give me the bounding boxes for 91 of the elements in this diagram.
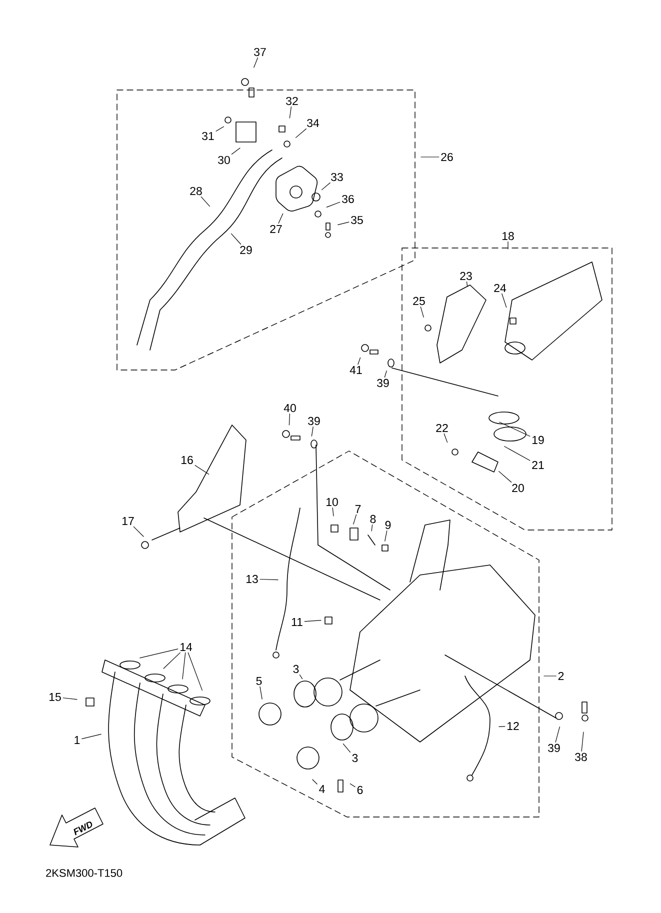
leader-line xyxy=(278,213,284,224)
callout-number: 17 xyxy=(122,517,134,525)
callout-number: 36 xyxy=(342,194,354,204)
leader-line xyxy=(338,222,350,226)
part-code: 2KSM300-T150 xyxy=(46,869,122,877)
leader-line xyxy=(254,57,258,68)
leader-line xyxy=(304,620,322,622)
callout-number: 2 xyxy=(558,672,564,680)
leader-line xyxy=(312,779,318,784)
callout-number: 23 xyxy=(460,272,472,280)
leader-line xyxy=(420,306,424,318)
leader-line xyxy=(322,182,330,190)
leader-line xyxy=(384,530,388,542)
callout-number: 16 xyxy=(181,456,193,464)
callout-number: 4 xyxy=(319,785,325,793)
callout-number: 39 xyxy=(308,416,320,426)
leader-line xyxy=(140,648,178,658)
leader-line xyxy=(384,370,387,378)
callout-number: 33 xyxy=(331,172,343,182)
leader-line xyxy=(200,196,210,207)
callout-number: 9 xyxy=(385,520,391,530)
leader-line xyxy=(498,726,506,727)
direction-label: FWD xyxy=(74,822,92,836)
leader-line xyxy=(289,106,292,118)
leader-line xyxy=(499,422,530,437)
leader-line xyxy=(260,578,278,580)
callout-number: 3 xyxy=(293,664,299,674)
leader-line xyxy=(231,148,240,155)
callout-number: 10 xyxy=(326,498,338,506)
leader-line xyxy=(182,652,186,680)
leader-line xyxy=(350,783,356,788)
callout-number: 8 xyxy=(370,514,376,524)
callout-number: 32 xyxy=(286,96,298,106)
callout-number: 22 xyxy=(436,424,448,432)
leader-line xyxy=(504,446,530,461)
leader-line xyxy=(353,514,357,524)
callout-number: 13 xyxy=(246,574,258,584)
callout-number: 1 xyxy=(74,736,80,744)
leader-line xyxy=(420,156,440,158)
leader-line xyxy=(163,652,180,669)
leader-line xyxy=(62,698,78,700)
leader-line xyxy=(299,674,303,680)
callout-number: 15 xyxy=(49,693,61,702)
leader-line xyxy=(288,413,290,426)
leader-line xyxy=(581,732,584,752)
callout-number: 21 xyxy=(532,461,544,470)
leader-line xyxy=(296,128,307,138)
callout-number: 34 xyxy=(307,118,320,128)
leader-line xyxy=(82,734,102,740)
leader-line xyxy=(502,293,507,308)
callout-number: 3 xyxy=(352,754,358,762)
callout-number: 35 xyxy=(351,216,363,224)
callout-number: 11 xyxy=(292,618,302,626)
callout-number: 26 xyxy=(441,152,453,162)
callout-number: 5 xyxy=(256,677,262,686)
callout-number: 27 xyxy=(270,225,282,234)
callout-number: 12 xyxy=(507,722,519,730)
callout-number: 28 xyxy=(190,186,202,196)
callout-number: 39 xyxy=(548,744,560,752)
callout-number: 25 xyxy=(413,296,425,306)
leader-line xyxy=(466,281,468,286)
callout-number: 7 xyxy=(355,505,361,513)
leader-line xyxy=(260,686,262,700)
callout-number: 6 xyxy=(357,786,363,794)
leader-line xyxy=(194,465,210,475)
callout-number: 14 xyxy=(180,643,192,651)
leader-line xyxy=(498,471,512,483)
leader-line xyxy=(326,202,340,208)
leader-line xyxy=(444,433,448,443)
leader-line xyxy=(332,507,334,516)
callout-number: 18 xyxy=(502,232,514,240)
callout-number: 40 xyxy=(284,404,296,412)
leader-line xyxy=(311,426,314,436)
leader-line xyxy=(342,744,350,753)
callout-number: 19 xyxy=(532,436,544,444)
callout-number: 31 xyxy=(202,132,214,140)
leader-line xyxy=(188,652,202,691)
leader-line xyxy=(371,524,373,532)
callout-number: 24 xyxy=(494,284,506,292)
callout-number: 29 xyxy=(240,246,252,254)
leader-line xyxy=(358,357,361,365)
leader-line xyxy=(216,126,224,132)
callout-number: 37 xyxy=(254,48,266,56)
leader-line xyxy=(555,726,560,743)
callout-number: 41 xyxy=(350,366,362,374)
callout-number: 30 xyxy=(218,156,230,164)
callout-number: 20 xyxy=(512,484,524,492)
callout-number: 38 xyxy=(575,752,587,762)
leader-line xyxy=(133,526,144,537)
leader-line xyxy=(231,233,242,245)
callout-number: 39 xyxy=(377,378,389,388)
